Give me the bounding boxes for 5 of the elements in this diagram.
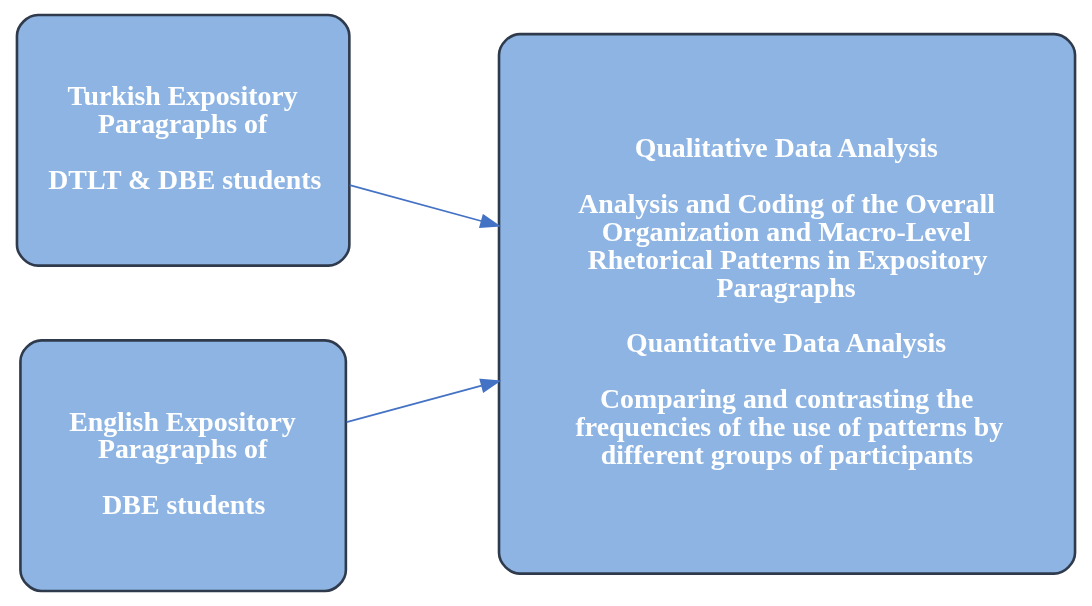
node-box: English Expository Paragraphs of DBE students — [19, 339, 348, 593]
arrow — [345, 378, 502, 423]
node-box: Qualitative Data Analysis Analysis and Coding of the Overall Organization and Macro-Level Rhetorical Patterns in Expository Paragraphs Quantitative Data Analysis Comparing and contrasting the frequencies of the use of patterns by different groups of participants — [497, 32, 1077, 575]
node-box: Turkish Expository Paragraphs of DTLT & DBE students — [15, 13, 351, 267]
arrow — [348, 184, 502, 228]
